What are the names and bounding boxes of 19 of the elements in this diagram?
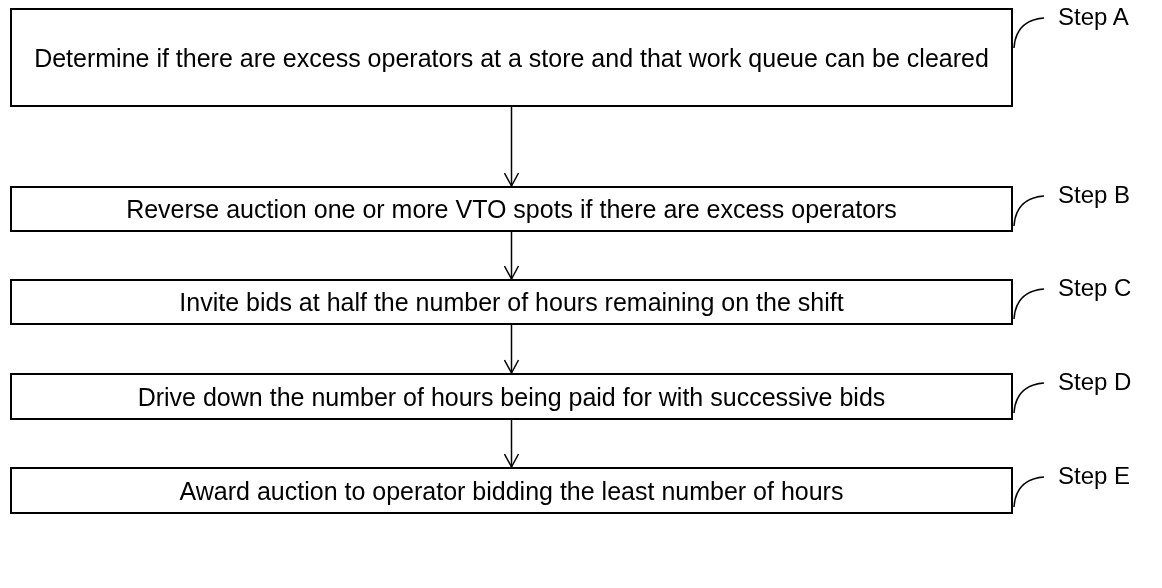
leader-line xyxy=(1013,288,1045,320)
process-box: Invite bids at half the number of hours remaining on the shift xyxy=(10,279,1013,325)
process-box: Determine if there are excess operators at a store and that work queue can be cleared xyxy=(10,8,1013,107)
leader-line xyxy=(1013,17,1045,49)
arrow xyxy=(503,324,520,374)
process-box: Drive down the number of hours being paid for with successive bids xyxy=(10,373,1013,420)
step-label: Step A xyxy=(1058,2,1158,32)
arrow xyxy=(503,419,520,468)
process-box: Reverse auction one or more VTO spots if there are excess operators xyxy=(10,186,1013,232)
leader-line xyxy=(1013,195,1045,227)
step-label: Step B xyxy=(1058,180,1158,210)
step-label: Step E xyxy=(1058,461,1158,491)
step-label: Step D xyxy=(1058,367,1158,397)
process-box: Award auction to operator bidding the least number of hours xyxy=(10,467,1013,514)
leader-line xyxy=(1013,382,1045,414)
leader-line xyxy=(1013,476,1045,508)
arrow xyxy=(503,231,520,280)
arrow xyxy=(503,106,520,187)
step-label: Step C xyxy=(1058,273,1158,303)
